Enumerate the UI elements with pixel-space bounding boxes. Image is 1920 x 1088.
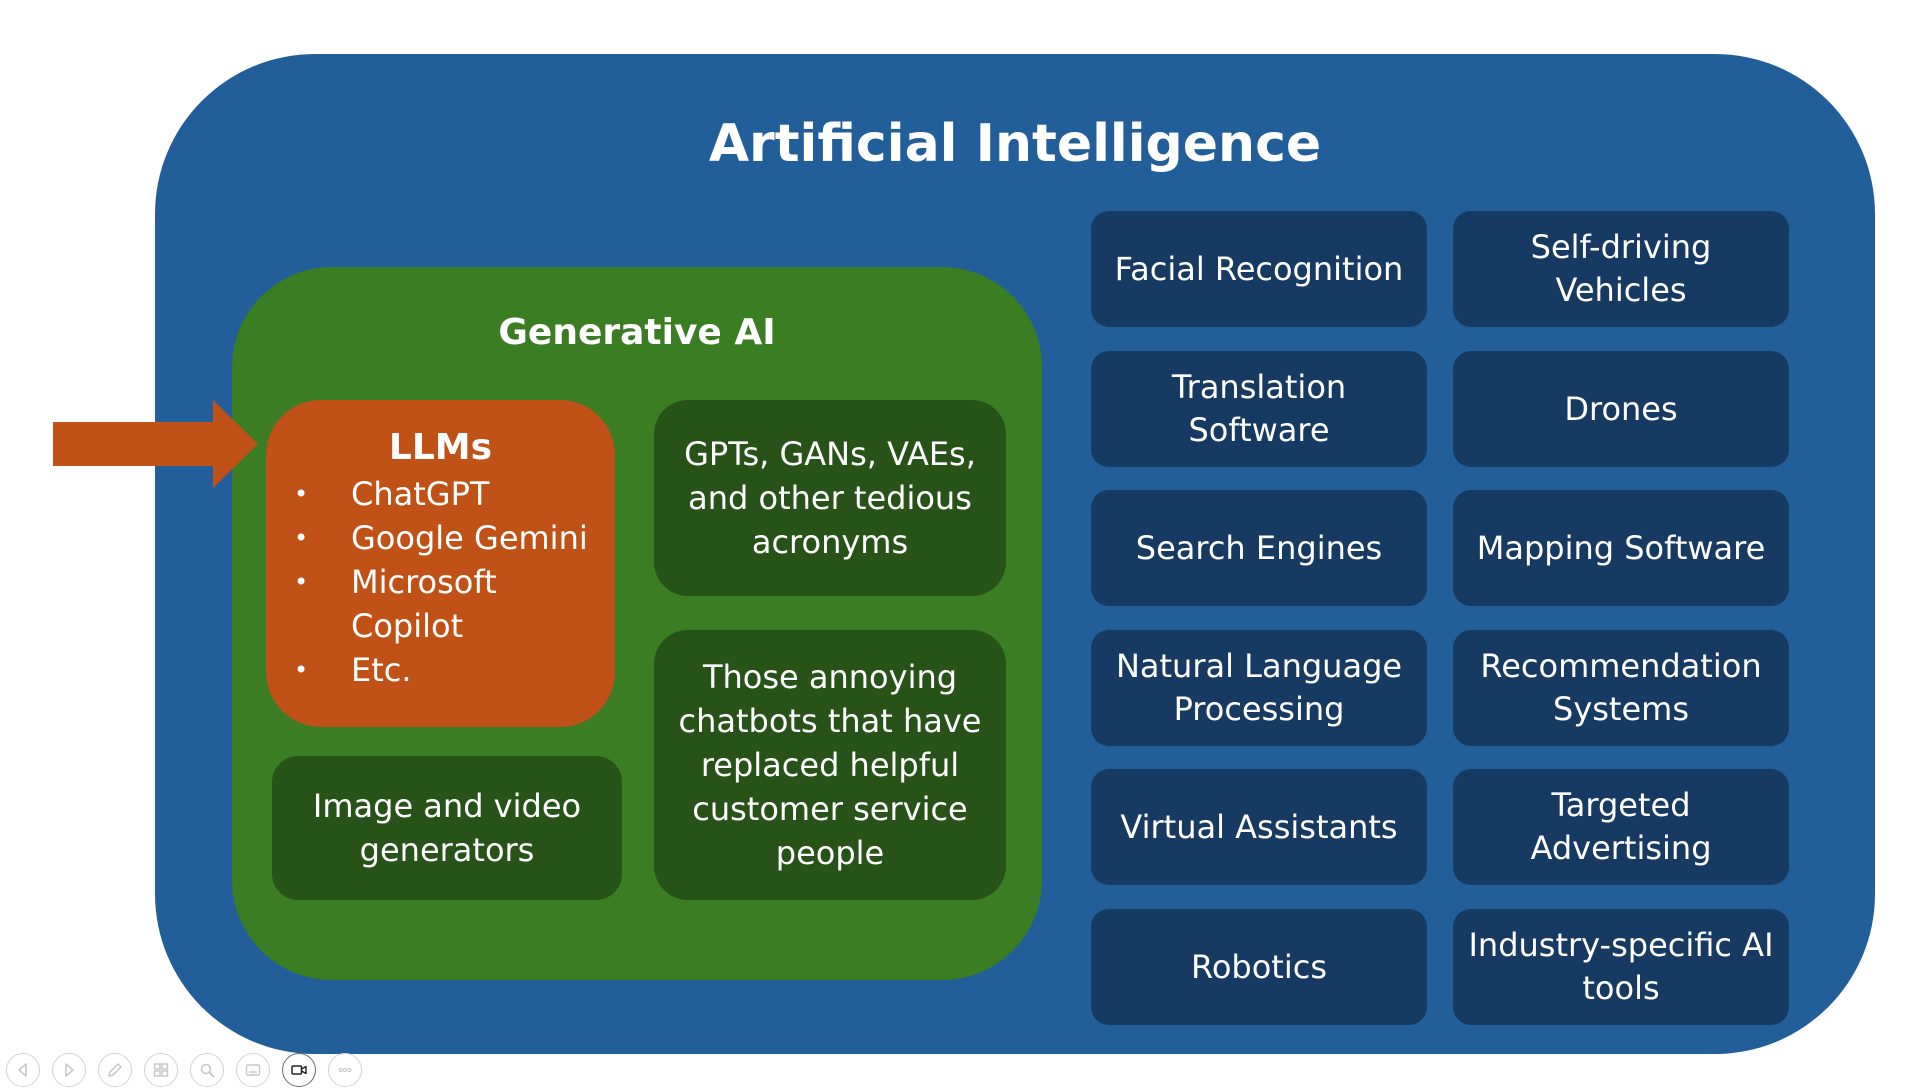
- application-box: Virtual Assistants: [1091, 769, 1427, 885]
- generative-ai-title: Generative AI: [498, 312, 776, 353]
- llm-item-label: Etc.: [351, 651, 412, 689]
- application-box: Industry-specific AI tools: [1453, 909, 1789, 1025]
- application-box: Targeted Advertising: [1453, 769, 1789, 885]
- pen-icon: [108, 1063, 122, 1077]
- see-all-slides-button[interactable]: [144, 1053, 178, 1087]
- application-box: Facial Recognition: [1091, 211, 1427, 327]
- application-box: Robotics: [1091, 909, 1427, 1025]
- llm-item-label: Copilot: [351, 607, 464, 645]
- camera-button[interactable]: [282, 1053, 316, 1087]
- application-box: Search Engines: [1091, 490, 1427, 606]
- application-box: Natural Language Processing: [1091, 630, 1427, 746]
- presentation-toolbar: [6, 1052, 374, 1088]
- camera-icon: [291, 1065, 307, 1075]
- zoom-icon: [200, 1063, 215, 1078]
- llms-title: LLMs: [388, 427, 493, 468]
- next-slide-button[interactable]: [52, 1053, 86, 1087]
- subtitles-button[interactable]: [236, 1053, 270, 1087]
- application-box: Self-driving Vehicles: [1453, 211, 1789, 327]
- zoom-button[interactable]: [190, 1053, 224, 1087]
- acronyms-box: GPTs, GANs, VAEs, and other tedious acro…: [654, 400, 1006, 596]
- arrow-right-icon: [53, 400, 258, 488]
- application-box: Recommendation Systems: [1453, 630, 1789, 746]
- previous-slide-button[interactable]: [6, 1053, 40, 1087]
- chatbots-box: Those annoying chatbots that have replac…: [654, 630, 1006, 900]
- application-box: Drones: [1453, 351, 1789, 467]
- slide-title: Artificial Intelligence: [708, 114, 1322, 174]
- subtitles-icon: [245, 1064, 261, 1076]
- more-options-button[interactable]: [328, 1053, 362, 1087]
- next-icon: [65, 1063, 74, 1077]
- more-options-icon: [338, 1067, 352, 1073]
- bullet-icon: •: [294, 568, 309, 596]
- llms-box: [266, 400, 615, 727]
- bullet-icon: •: [294, 524, 309, 552]
- pen-tool-button[interactable]: [98, 1053, 132, 1087]
- image-video-generators-box: Image and video generators: [272, 756, 622, 900]
- previous-icon: [18, 1063, 27, 1077]
- llm-item-label: Microsoft: [351, 563, 497, 601]
- application-box: Translation Software: [1091, 351, 1427, 467]
- bullet-icon: •: [294, 480, 309, 508]
- llm-item-label: Google Gemini: [351, 519, 588, 557]
- slides-grid-icon: [153, 1063, 169, 1077]
- llm-item-label: ChatGPT: [351, 475, 490, 513]
- bullet-icon: •: [294, 656, 309, 684]
- application-box: Mapping Software: [1453, 490, 1789, 606]
